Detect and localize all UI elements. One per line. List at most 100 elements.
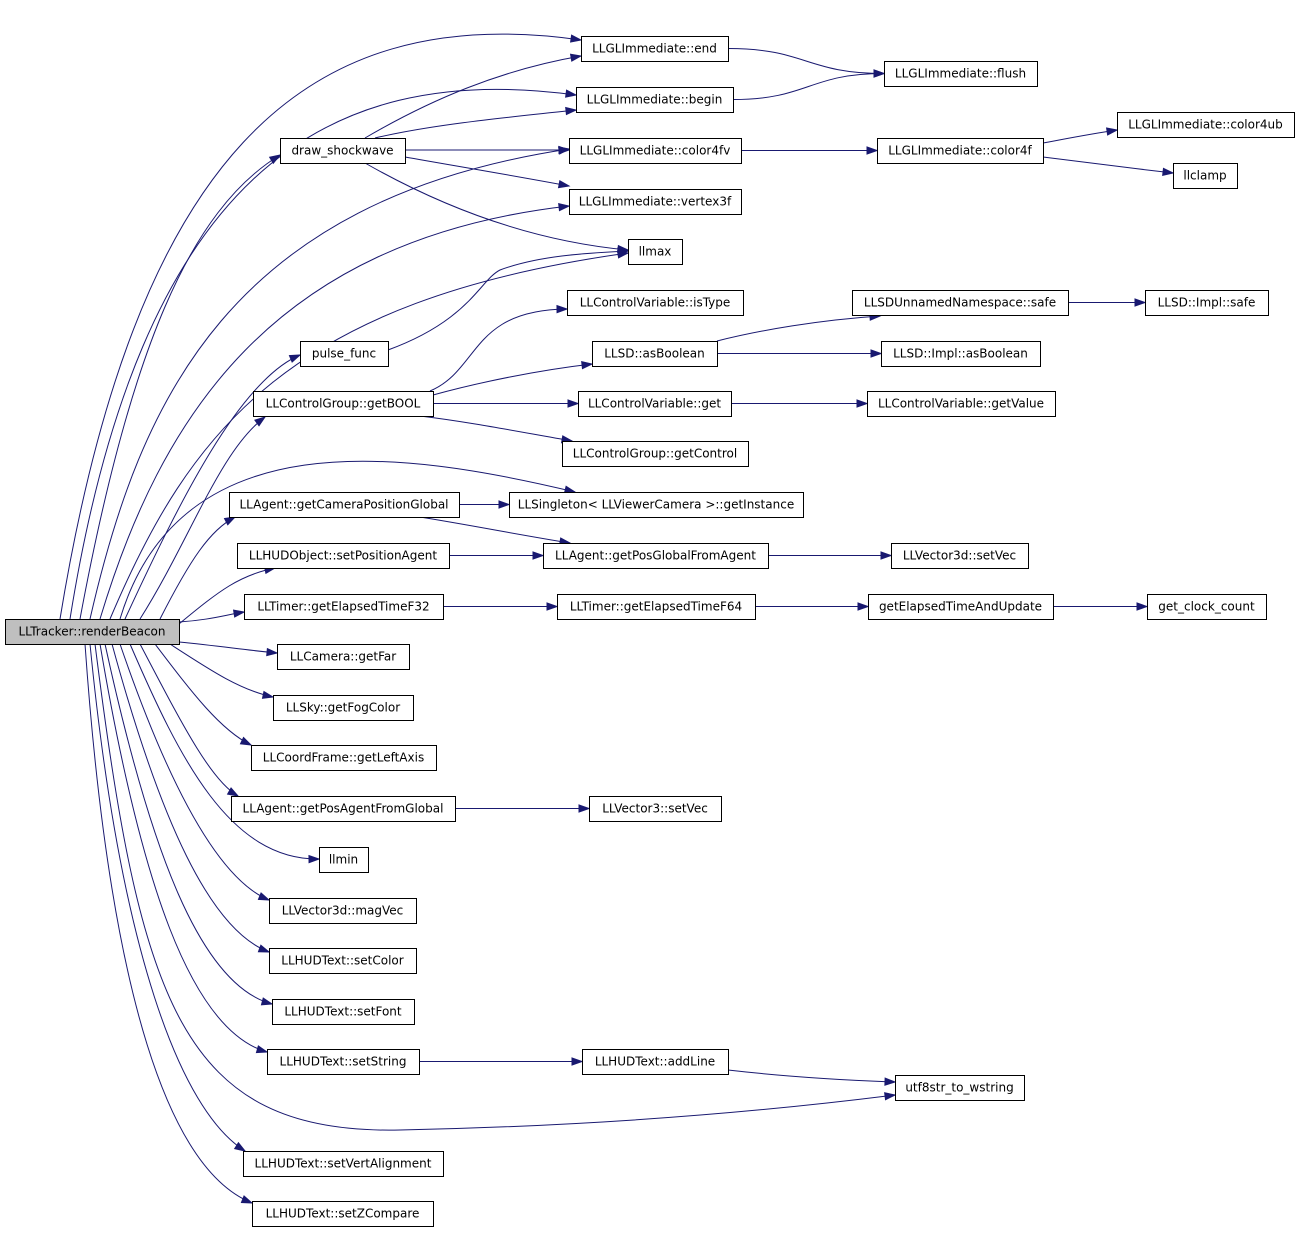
node-box[interactable] [252,1201,434,1227]
node-box[interactable] [884,61,1038,87]
node-box[interactable] [269,898,417,924]
node-box[interactable] [569,138,742,164]
edge-line [89,148,570,620]
node-getcontrol[interactable]: LLControlGroup::getControl [562,441,749,467]
node-root[interactable]: LLTracker::renderBeacon [5,619,180,645]
node-istype[interactable]: LLControlVariable::isType [567,290,744,316]
edge-etupdate-to-clockcount [1053,602,1149,611]
node-box[interactable] [243,1151,444,1177]
arrowhead-icon [866,146,879,155]
node-box[interactable] [628,239,683,265]
nodes-layer: LLTracker::renderBeacon LLGLImmediate::en… [5,36,1295,1227]
node-unsafe[interactable]: LLSDUnnamedNamespace::safe [852,290,1069,316]
node-singleton[interactable]: LLSingleton< LLViewerCamera >::getInstan… [509,492,804,518]
node-box[interactable] [569,189,742,215]
node-box[interactable] [509,492,804,518]
node-c4f[interactable]: LLGLImmediate::color4f [877,138,1044,164]
node-box[interactable] [582,1049,729,1075]
node-box[interactable] [589,796,722,822]
arrowhead-icon [569,53,583,62]
node-pulse[interactable]: pulse_func [300,341,389,367]
node-v3f[interactable]: LLGLImmediate::vertex3f [569,189,742,215]
node-box[interactable] [562,441,749,467]
node-llmin[interactable]: llmin [319,847,369,873]
node-box[interactable] [1145,290,1269,316]
node-label: LLSky::getFogColor [286,701,400,715]
node-box[interactable] [881,341,1041,367]
node-cvget[interactable]: LLControlVariable::get [578,391,732,417]
node-camposglobal[interactable]: LLAgent::getCameraPositionGlobal [229,492,460,518]
node-box[interactable] [557,594,756,620]
node-setstring[interactable]: LLHUDText::setString [267,1049,420,1075]
node-setcolor[interactable]: LLHUDText::setColor [269,948,417,974]
node-getvalue[interactable]: LLControlVariable::getValue [867,391,1056,417]
arrowhead-icon [581,361,594,370]
node-box[interactable] [852,290,1069,316]
node-setfont[interactable]: LLHUDText::setFont [272,999,415,1025]
node-hudsetpos[interactable]: LLHUDObject::setPositionAgent [237,543,450,569]
node-box[interactable] [300,341,389,367]
node-getfar[interactable]: LLCamera::getFar [277,644,410,670]
node-box[interactable] [272,999,415,1025]
node-flush[interactable]: LLGLImmediate::flush [884,61,1038,87]
node-box[interactable] [280,138,406,164]
node-box[interactable] [244,594,444,620]
node-zcompare[interactable]: LLHUDText::setZCompare [252,1201,434,1227]
node-implsafe[interactable]: LLSD::Impl::safe [1145,290,1269,316]
node-box[interactable] [229,492,460,518]
node-box[interactable] [251,745,437,771]
node-box[interactable] [277,644,410,670]
arrowhead-icon [226,787,240,797]
node-getbool[interactable]: LLControlGroup::getBOOL [253,391,434,417]
node-box[interactable] [578,391,732,417]
edge-root-to-begin [69,88,578,620]
node-box[interactable] [1147,594,1267,620]
node-llclamp[interactable]: llclamp [1173,163,1238,189]
node-f32[interactable]: LLTimer::getElapsedTimeF32 [244,594,444,620]
node-shock[interactable]: draw_shockwave [280,138,406,164]
node-begin[interactable]: LLGLImmediate::begin [576,87,734,113]
node-box[interactable] [895,1075,1025,1101]
node-box[interactable] [543,543,769,569]
node-magvec[interactable]: LLVector3d::magVec [269,898,417,924]
node-v3dsetvec[interactable]: LLVector3d::setVec [891,543,1029,569]
node-posglobal[interactable]: LLAgent::getPosGlobalFromAgent [543,543,769,569]
node-box[interactable] [891,543,1029,569]
node-box[interactable] [592,341,718,367]
node-box[interactable] [877,138,1044,164]
node-box[interactable] [868,594,1054,620]
node-c4fv[interactable]: LLGLImmediate::color4fv [569,138,742,164]
node-box[interactable] [581,36,729,62]
node-box[interactable] [253,391,434,417]
node-fogcolor[interactable]: LLSky::getFogColor [273,695,414,721]
node-box[interactable] [576,87,734,113]
node-box[interactable] [1117,112,1295,138]
node-etupdate[interactable]: getElapsedTimeAndUpdate [868,594,1054,620]
node-box[interactable] [867,391,1056,417]
node-box[interactable] [1173,163,1238,189]
node-llmax[interactable]: llmax [628,239,683,265]
node-c4ub[interactable]: LLGLImmediate::color4ub [1117,112,1295,138]
node-implasbool[interactable]: LLSD::Impl::asBoolean [881,341,1041,367]
node-clockcount[interactable]: get_clock_count [1147,594,1267,620]
node-utf8[interactable]: utf8str_to_wstring [895,1075,1025,1101]
node-leftaxis[interactable]: LLCoordFrame::getLeftAxis [251,745,437,771]
node-label: LLVector3::setVec [602,802,708,816]
node-box[interactable] [237,543,450,569]
node-box[interactable] [567,290,744,316]
node-vertalign[interactable]: LLHUDText::setVertAlignment [243,1151,444,1177]
node-box[interactable] [5,619,180,645]
node-posagent[interactable]: LLAgent::getPosAgentFromGlobal [231,796,456,822]
node-v3setvec[interactable]: LLVector3::setVec [589,796,722,822]
node-box[interactable] [231,796,456,822]
node-glend[interactable]: LLGLImmediate::end [581,36,729,62]
edge-line [59,33,582,620]
arrowhead-icon [570,34,583,43]
node-box[interactable] [273,695,414,721]
node-f64[interactable]: LLTimer::getElapsedTimeF64 [557,594,756,620]
node-asbool[interactable]: LLSD::asBoolean [592,341,718,367]
node-box[interactable] [269,948,417,974]
node-box[interactable] [319,847,369,873]
node-addline[interactable]: LLHUDText::addLine [582,1049,729,1075]
node-box[interactable] [267,1049,420,1075]
